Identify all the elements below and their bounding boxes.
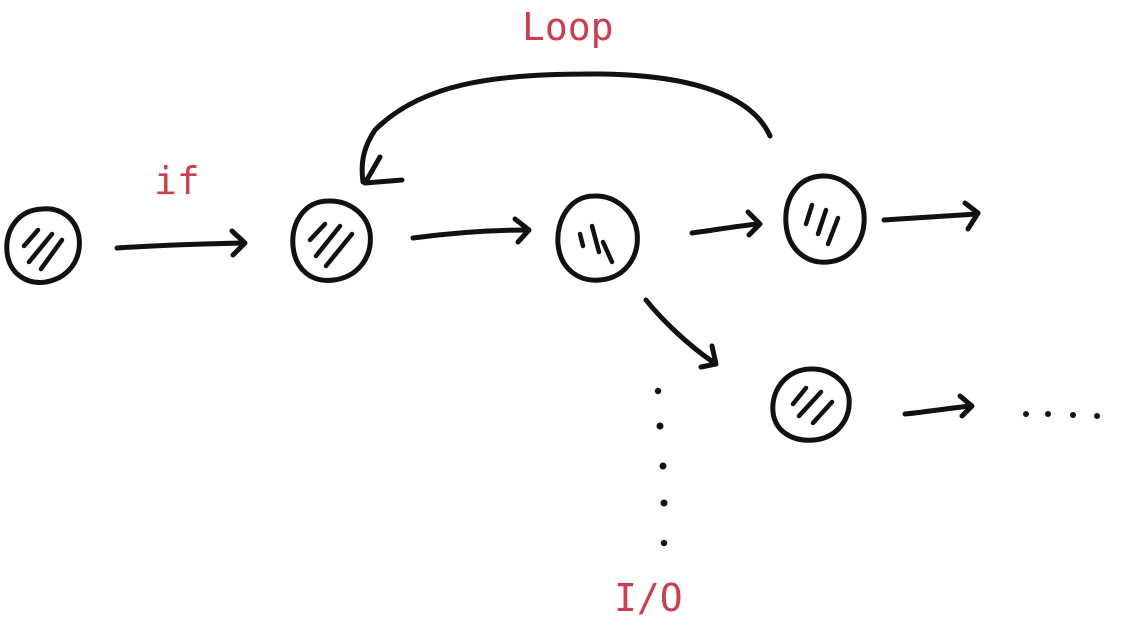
ellipsis-continuation (1023, 411, 1100, 419)
arrow-node3-to-node4 (689, 209, 763, 238)
node-2 (290, 198, 373, 283)
label-loop: Loop (522, 5, 614, 49)
loop-back-arrow (359, 71, 773, 186)
arrow-node1-to-node2 (114, 228, 248, 258)
node-3 (555, 193, 640, 283)
arrow-node3-to-node5 (643, 297, 719, 370)
io-dotted-path (654, 387, 668, 547)
node-1 (4, 206, 82, 285)
arrow-node2-to-node3 (410, 216, 532, 245)
label-io: I/O (614, 576, 683, 618)
label-if: if (154, 159, 200, 203)
arrow-node5-to-next (902, 393, 975, 419)
arrow-node4-to-next (881, 200, 981, 232)
node-5 (770, 366, 852, 443)
node-4 (783, 173, 867, 265)
